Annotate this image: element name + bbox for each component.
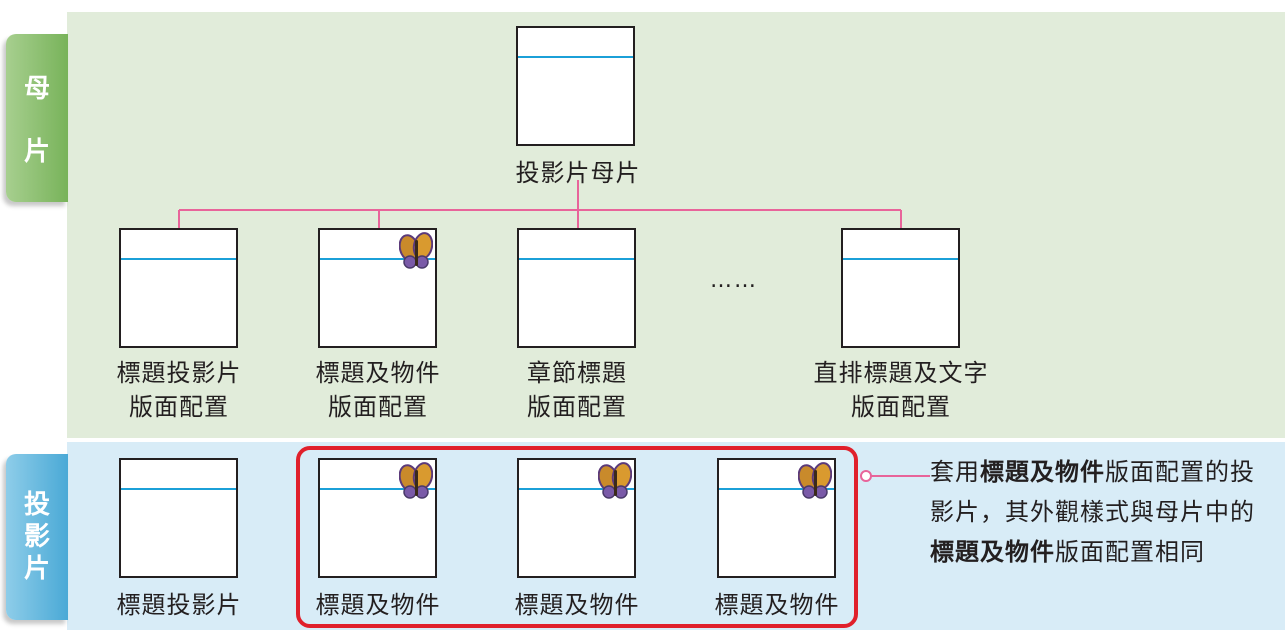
title-placeholder-line: [719, 488, 834, 490]
layout-label: 標題投影片 版面配置: [116, 359, 242, 421]
master-side-tab: 母 片: [6, 34, 68, 202]
note-emphasis: 標題及物件: [930, 538, 1055, 566]
slide-label: 標題投影片: [116, 591, 242, 619]
butterfly-icon: [399, 232, 433, 269]
butterfly-icon: [598, 462, 632, 499]
title-placeholder-line: [320, 258, 435, 260]
slides-tab-char: 片: [23, 554, 50, 584]
slide-thumbnail: [517, 458, 636, 578]
note-pointer-dot: [860, 470, 872, 482]
slides-tab-char: 影: [23, 522, 50, 552]
ellipsis: ……: [710, 268, 758, 293]
master-slide-label: 投影片母片: [515, 159, 641, 187]
note-text: 版面配置的投影片，其外觀樣式與母片中的: [930, 458, 1255, 526]
title-placeholder-line: [843, 258, 958, 260]
master-tab-char: 母: [23, 74, 50, 104]
layout-label: 直排標題及文字 版面配置: [813, 359, 989, 421]
slide-thumbnail: [717, 458, 836, 578]
slide-label: 標題及物件: [514, 591, 640, 619]
layout-label: 標題及物件 版面配置: [315, 359, 441, 421]
slide-label: 標題及物件: [714, 591, 840, 619]
note-emphasis: 標題及物件: [980, 458, 1105, 486]
slides-side-tab: 投 影 片: [6, 454, 68, 620]
slides-section-background: [67, 442, 1285, 630]
explanation-note: 套用標題及物件版面配置的投影片，其外觀樣式與母片中的標題及物件版面配置相同: [930, 452, 1275, 572]
master-tab-char: 片: [23, 137, 50, 167]
note-text: 版面配置相同: [1055, 538, 1205, 566]
slides-tab-char: 投: [23, 490, 50, 520]
layout-thumbnail: [318, 228, 437, 348]
layout-thumbnail: [841, 228, 960, 348]
title-placeholder-line: [320, 488, 435, 490]
master-section-background: [67, 12, 1285, 438]
butterfly-icon: [399, 462, 433, 499]
layout-thumbnail: [517, 228, 636, 348]
layout-thumbnail: [119, 228, 238, 348]
slide-label: 標題及物件: [315, 591, 441, 619]
butterfly-icon: [798, 462, 832, 499]
title-placeholder-line: [518, 56, 633, 58]
title-placeholder-line: [519, 488, 634, 490]
note-text: 套用: [930, 458, 980, 486]
highlight-frame: [296, 446, 858, 628]
slide-thumbnail: [318, 458, 437, 578]
master-slide-thumbnail: [516, 26, 635, 146]
title-placeholder-line: [121, 258, 236, 260]
title-placeholder-line: [121, 488, 236, 490]
title-placeholder-line: [519, 258, 634, 260]
layout-label: 章節標題 版面配置: [527, 359, 627, 421]
slide-thumbnail: [119, 458, 238, 578]
